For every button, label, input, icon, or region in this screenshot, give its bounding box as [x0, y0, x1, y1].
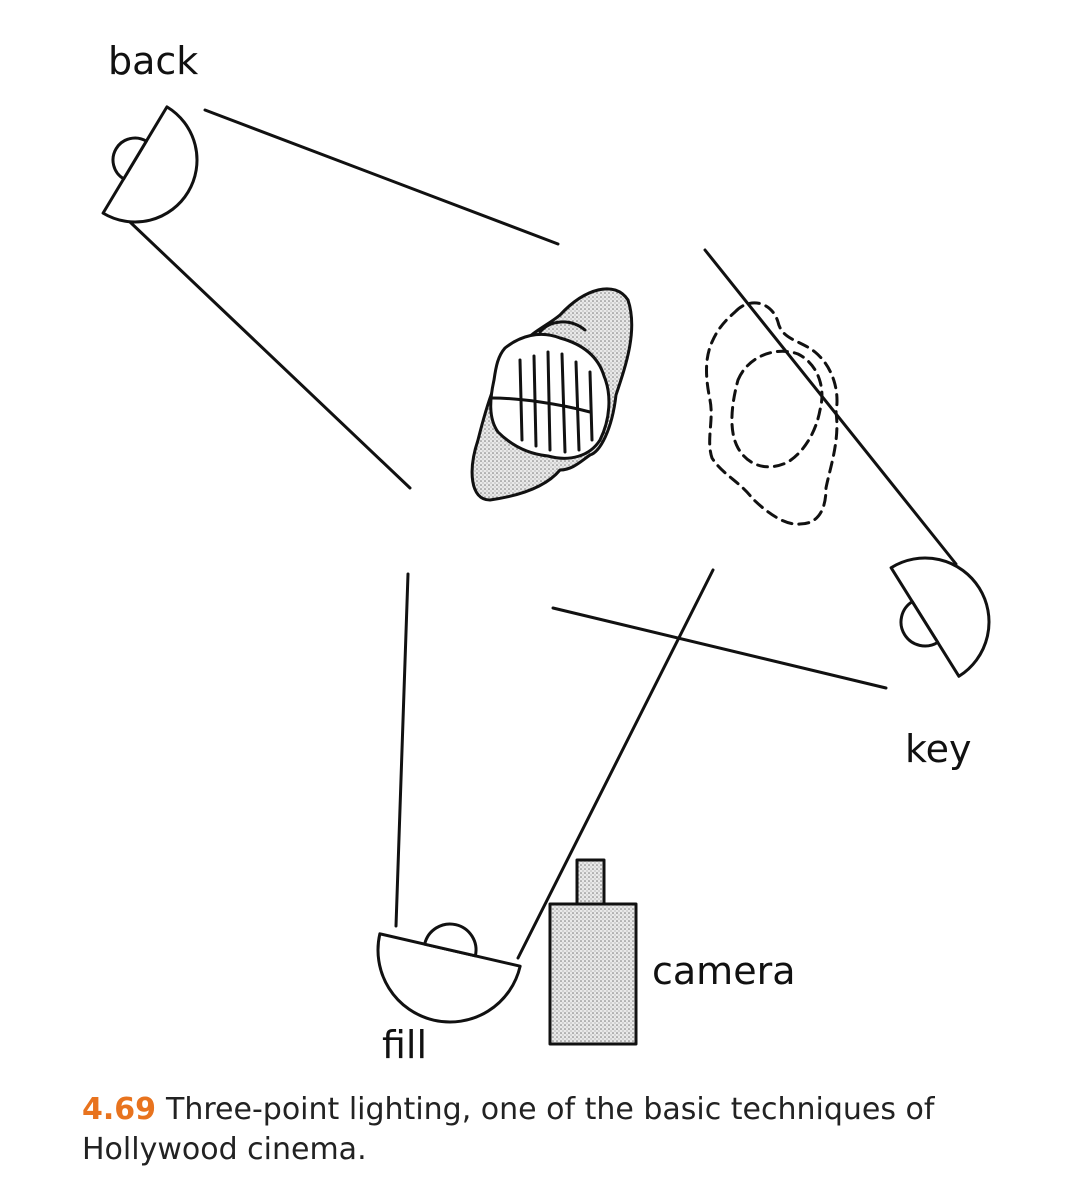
- fill-label: fill: [382, 1023, 427, 1067]
- fill-light-beam-left: [394, 572, 410, 928]
- key-light-beam-upper: [703, 248, 958, 566]
- camera-icon: [548, 858, 638, 1046]
- key-lamp: [889, 556, 991, 678]
- fill-light-beam-right: [516, 568, 715, 960]
- subject-figure: [470, 287, 634, 502]
- back-light-beam-lower: [128, 220, 412, 490]
- back-lamp: [101, 105, 199, 224]
- camera-label: camera: [652, 949, 795, 993]
- fill-lamp: [376, 922, 522, 1024]
- back-label: back: [108, 39, 198, 83]
- figure-number: 4.69: [82, 1092, 157, 1127]
- back-light-beam-upper: [203, 108, 560, 246]
- caption-text: Three-point lighting, one of the basic t…: [82, 1092, 935, 1167]
- subject-ghost-outline: [705, 301, 839, 526]
- key-label: key: [905, 727, 972, 771]
- key-light-beam-lower: [551, 606, 888, 690]
